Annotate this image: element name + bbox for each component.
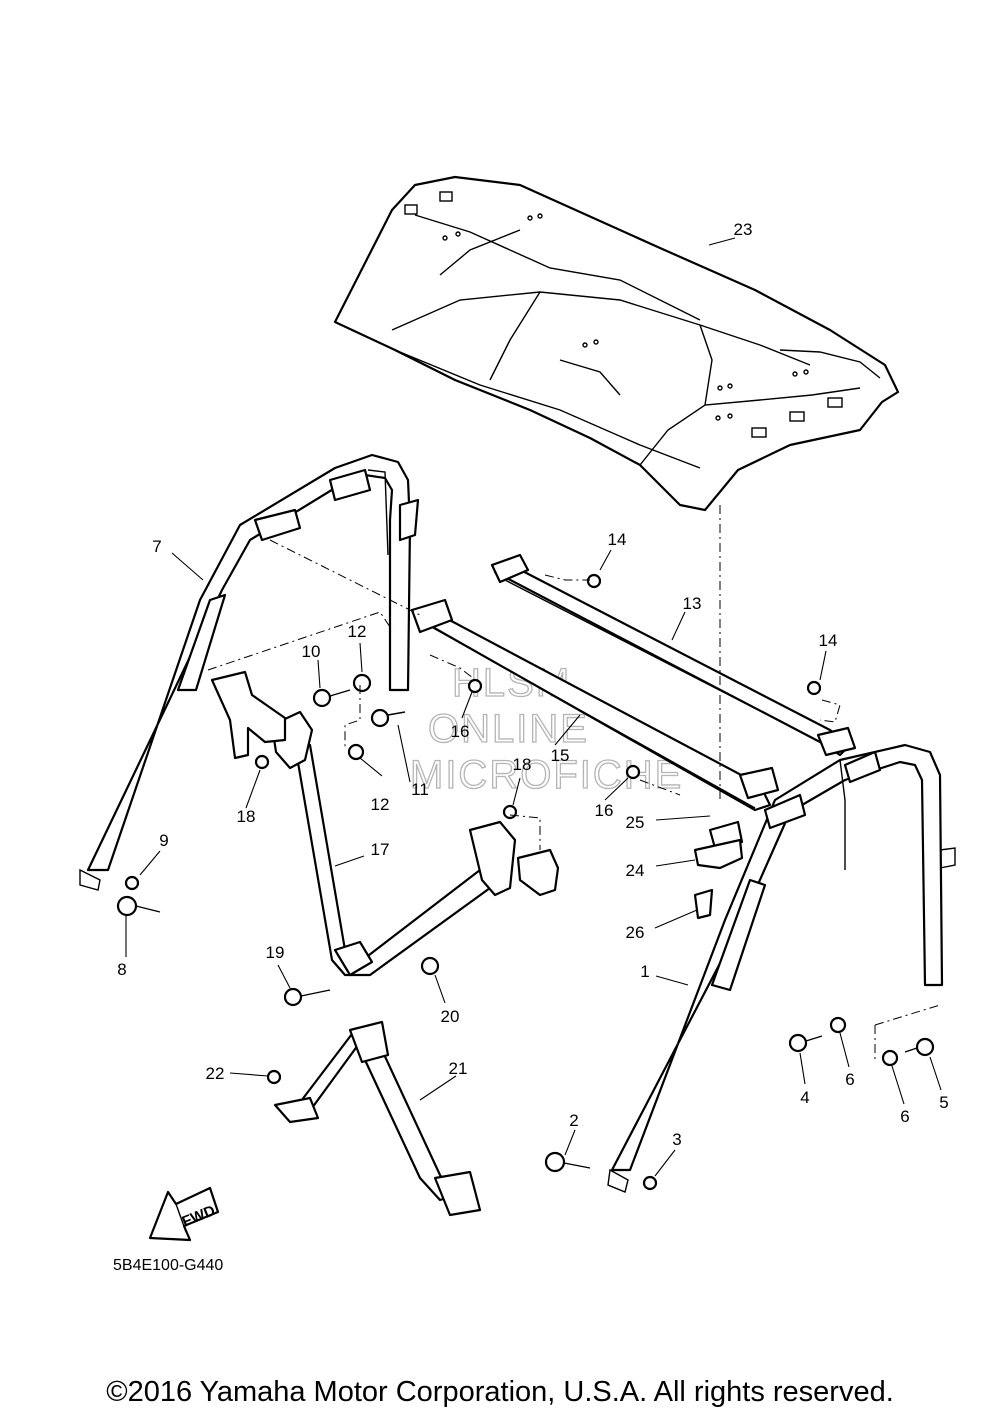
fwd-arrow: FWD <box>148 1186 220 1242</box>
callout-label: 15 <box>551 746 570 765</box>
callout-label: 22 <box>206 1064 225 1083</box>
diagram-code: 5B4E100-G440 <box>113 1257 223 1274</box>
cross-bar-rear <box>490 553 857 757</box>
callout-label: 24 <box>626 861 645 880</box>
callout-label: 18 <box>237 807 256 826</box>
bracket-left <box>210 670 287 760</box>
callout-label: 8 <box>117 960 126 979</box>
callout-label: 21 <box>449 1059 468 1078</box>
callout-label: 26 <box>626 923 645 942</box>
callout-label: 17 <box>371 840 390 859</box>
lower-frame <box>273 1020 482 1217</box>
callout-label: 18 <box>513 755 532 774</box>
callout-label: 4 <box>800 1088 809 1107</box>
watermark-line-2: ONLINE <box>428 707 589 751</box>
callout-label: 2 <box>569 1111 578 1130</box>
callout-label: 16 <box>451 722 470 741</box>
copyright-notice: ©2016 Yamaha Motor Corporation, U.S.A. A… <box>106 1376 894 1408</box>
callout-label: 14 <box>608 530 627 549</box>
callout-label: 11 <box>411 780 429 799</box>
callout-labels: 1 2 3 4 5 6 6 7 8 9 10 11 12 12 13 14 14… <box>117 220 948 1149</box>
cross-bar-front <box>410 598 780 812</box>
callout-label: 5 <box>939 1093 948 1112</box>
roll-bar-left <box>79 453 420 891</box>
front-support-bar <box>270 710 517 977</box>
callout-label: 16 <box>595 801 614 820</box>
assembly-lines <box>207 505 941 1060</box>
roll-bar-right <box>607 743 956 1193</box>
callout-label: 6 <box>900 1107 909 1126</box>
callout-label: 12 <box>348 622 367 641</box>
callout-label: 6 <box>845 1070 854 1089</box>
callout-label: 12 <box>371 795 390 814</box>
callout-label: 7 <box>152 537 161 556</box>
callout-label: 23 <box>734 220 753 239</box>
callout-label: 20 <box>441 1007 460 1026</box>
bracket-right <box>516 848 560 897</box>
callout-label: 1 <box>640 962 649 981</box>
watermark-line-3: MICROFICHE <box>410 753 683 797</box>
callout-label: 13 <box>683 594 702 613</box>
callout-label: 9 <box>159 831 168 850</box>
roof-panel <box>333 175 900 512</box>
callout-label: 10 <box>302 642 321 661</box>
fasteners <box>116 573 935 1191</box>
leader-lines <box>125 237 942 1177</box>
callout-label: 25 <box>626 813 645 832</box>
callout-label: 14 <box>819 631 838 650</box>
callout-label: 3 <box>672 1130 681 1149</box>
callout-label: 19 <box>266 943 285 962</box>
